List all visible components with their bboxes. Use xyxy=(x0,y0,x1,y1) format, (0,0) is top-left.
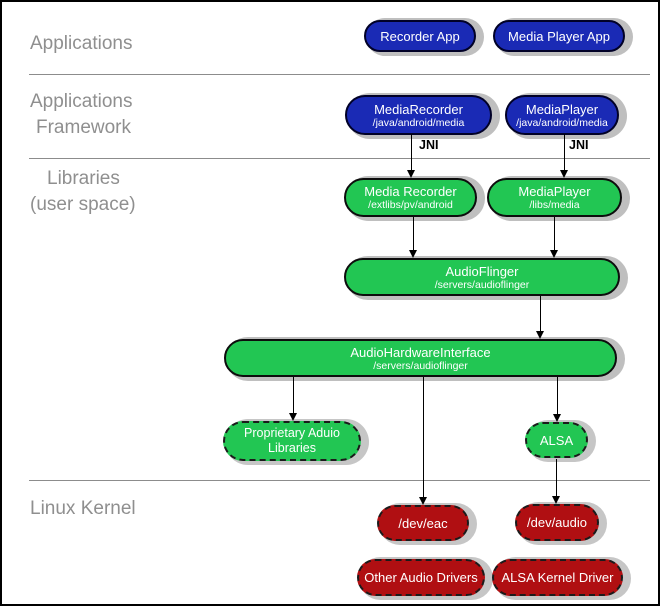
node-media-recorder-lib: Media Recorder /extlibs/pv/android xyxy=(344,178,477,217)
node-mediaplayer-framework: MediaPlayer /java/android/media xyxy=(505,95,619,135)
connector-arrow-audioflinger-to-ahi xyxy=(536,296,544,339)
section-label-applications-framework: Applications Framework xyxy=(30,89,132,141)
section-label-line: Libraries xyxy=(47,168,120,189)
node-dev-eac: /dev/eac xyxy=(377,505,469,541)
section-label-line: Applications xyxy=(30,33,133,54)
connector-arrow-mediarecorder-jni xyxy=(407,134,415,178)
node-title: /dev/audio xyxy=(527,515,587,530)
node-subtitle: /servers/audioflinger xyxy=(434,278,530,291)
node-title: Media Recorder xyxy=(364,184,457,199)
node-audioflinger: AudioFlinger /servers/audioflinger xyxy=(344,258,620,296)
divider-applications-framework xyxy=(29,74,650,75)
node-media-player-app: Media Player App xyxy=(493,20,625,52)
node-dev-audio: /dev/audio xyxy=(515,504,599,541)
section-label-line: Framework xyxy=(36,117,132,138)
node-subtitle: /servers/audioflinger xyxy=(373,359,468,372)
node-audiohardwareinterface: AudioHardwareInterface /servers/audiofli… xyxy=(224,339,617,377)
node-title: Other Audio Drivers xyxy=(364,570,478,585)
node-subtitle: /java/android/media xyxy=(372,116,465,129)
connector-arrow-ahi-to-alsa xyxy=(553,377,561,422)
node-proprietary-audio-libraries: Proprietary Aduio Libraries xyxy=(223,421,361,461)
divider-libraries xyxy=(29,158,650,159)
node-title: MediaPlayer xyxy=(525,101,599,117)
connector-arrow-mediaplayer-to-audioflinger xyxy=(550,217,558,258)
section-label-line: (user space) xyxy=(30,194,136,215)
node-title: ALSA xyxy=(539,432,574,448)
section-label-line: Applications xyxy=(30,91,133,112)
section-label-applications: Applications xyxy=(30,31,132,57)
section-label-libraries: Libraries (user space) xyxy=(30,166,136,218)
node-subtitle: /java/android/media xyxy=(516,116,608,129)
divider-linux-kernel xyxy=(29,480,650,481)
node-title: Media Player App xyxy=(508,28,610,44)
node-recorder-app: Recorder App xyxy=(364,20,476,52)
node-mediarecorder-framework: MediaRecorder /java/android/media xyxy=(345,95,492,135)
node-subtitle: /extlibs/pv/android xyxy=(368,199,453,211)
node-title: Recorder App xyxy=(380,28,460,44)
connector-arrow-alsa-to-dev-audio xyxy=(552,459,560,504)
node-title: AudioHardwareInterface xyxy=(350,344,491,360)
node-alsa-kernel-driver: ALSA Kernel Driver xyxy=(492,559,623,596)
connector-arrow-ahi-to-proprietary xyxy=(289,377,297,421)
node-alsa: ALSA xyxy=(525,422,588,458)
node-title: MediaPlayer xyxy=(518,184,591,199)
node-title: MediaRecorder xyxy=(374,101,463,117)
section-label-linux-kernel: Linux Kernel xyxy=(30,496,136,522)
connector-arrow-ahi-to-dev-eac xyxy=(419,377,427,505)
connector-arrow-mediarecorder-to-audioflinger xyxy=(409,217,417,258)
connector-arrow-mediaplayer-jni xyxy=(560,134,568,178)
section-label-line: Linux Kernel xyxy=(30,498,136,519)
node-title: AudioFlinger xyxy=(445,263,519,279)
node-title: ALSA Kernel Driver xyxy=(501,570,614,585)
node-title: /dev/eac xyxy=(398,515,448,531)
node-mediaplayer-lib: MediaPlayer /libs/media xyxy=(487,178,622,217)
node-other-audio-drivers: Other Audio Drivers xyxy=(357,559,485,596)
jni-label-left: JNI xyxy=(419,138,439,152)
jni-label-right: JNI xyxy=(569,138,589,152)
node-title: Proprietary Aduio Libraries xyxy=(244,426,340,455)
node-subtitle: /libs/media xyxy=(529,199,580,211)
